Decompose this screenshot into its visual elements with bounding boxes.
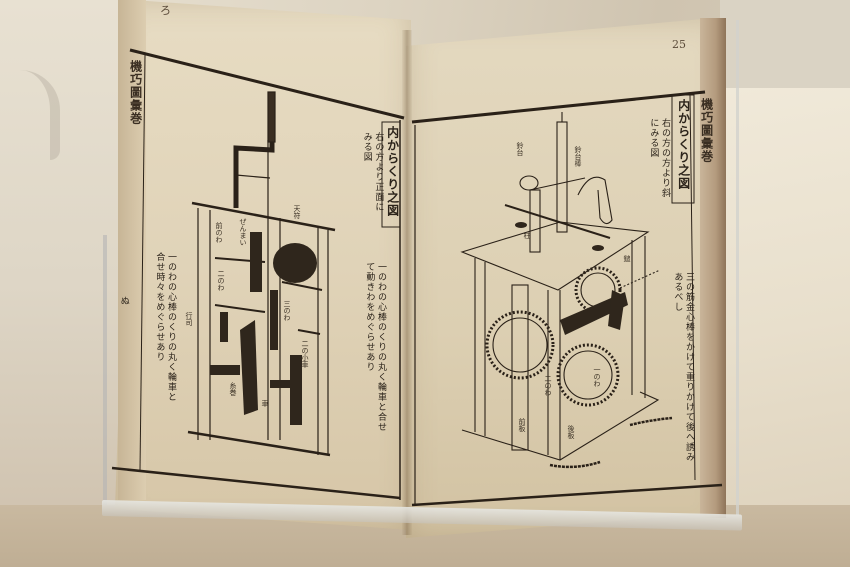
left-part-label: 行司 xyxy=(185,312,193,326)
left-page-mark: ろ xyxy=(160,4,171,17)
left-caption-top: 右の方より正面にみる図 xyxy=(361,132,384,212)
wall-right xyxy=(725,88,850,567)
book-gutter xyxy=(402,30,412,535)
wood-grain xyxy=(0,70,60,160)
right-part-label: 鈴台棒 xyxy=(574,146,582,167)
right-part-label: 一のわ xyxy=(593,366,601,387)
right-part-label: 二のわ xyxy=(544,375,552,396)
right-caption-top: 右の方の方より斜にみる図 xyxy=(648,118,670,198)
left-part-label: 三のわ xyxy=(283,300,291,321)
left-spine-title: 機巧圖彙巻 xyxy=(128,60,143,125)
left-part-label: 糸巻 xyxy=(229,382,237,396)
right-diagram-title: 内からくり之図 xyxy=(676,99,691,190)
left-page-edge xyxy=(118,0,146,500)
left-caption-main-left: 一のわの心棒のくりの丸く輪車と合せ時々をめぐらせあり xyxy=(154,252,176,402)
left-part-label: 前のわ xyxy=(215,222,223,243)
left-margin-mark: ぬ xyxy=(118,296,129,306)
right-spine-title: 機巧圖彙巻 xyxy=(699,98,714,163)
right-part-label: 柱 xyxy=(523,232,531,239)
acrylic-stand-right xyxy=(736,20,739,515)
right-part-label: 後板 xyxy=(567,425,575,439)
left-caption-main-right: 一のわの心棒のくりの丸く輪車と合せて動きわをめぐらせあり xyxy=(364,262,386,432)
left-part-label: 天符 xyxy=(293,205,301,219)
left-part-label: 車 xyxy=(261,400,269,407)
left-diagram-title: 内からくり之図 xyxy=(385,126,400,217)
left-part-label: 二のわ xyxy=(217,270,225,291)
wall-upper-right xyxy=(720,0,850,88)
left-page xyxy=(115,0,411,530)
right-caption-side: 三の筋金心棒をかけて重りかけて後へ誘みあるべし xyxy=(672,272,694,462)
acrylic-stand-left xyxy=(103,235,107,505)
left-part-label: ぜんまい xyxy=(239,218,247,246)
right-page-number: 25 xyxy=(672,38,686,51)
right-part-label: 前板 xyxy=(518,418,526,432)
right-page xyxy=(406,18,726,538)
right-part-label: 鈴台 xyxy=(516,142,524,156)
right-part-label: 鎚 xyxy=(623,255,631,262)
book-fore-edge xyxy=(700,18,726,518)
left-part-label: 二の小車 xyxy=(301,340,309,368)
